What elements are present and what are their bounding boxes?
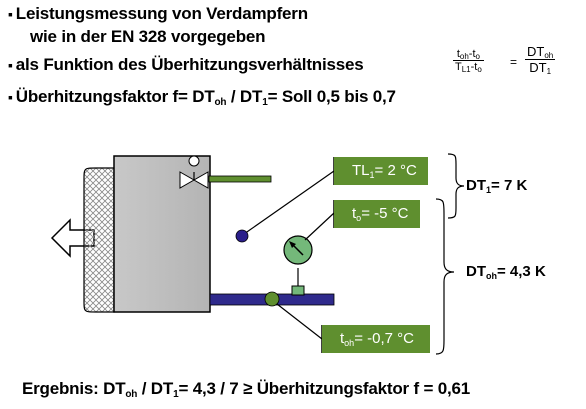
coil-fins <box>83 167 115 313</box>
bullet-line-1: ▪Leistungsmessung von Verdampfern <box>8 4 308 24</box>
air-temp-sensor <box>235 229 249 243</box>
bullet-sub-1: 1 <box>262 97 268 108</box>
formula-left-denominator: TL1-to <box>453 60 484 74</box>
suction-temp-sensor <box>264 291 280 307</box>
to-tag: to= -5 °C <box>334 200 420 228</box>
bullet-text-2: wie in der EN 328 vorgegeben <box>30 27 266 46</box>
liquid-line <box>208 175 272 183</box>
pressure-gauge <box>283 235 313 296</box>
formula-right-numerator: DToh <box>527 44 554 60</box>
dt1-brace <box>447 153 465 219</box>
bullet-marker: ▪ <box>8 6 13 22</box>
to-leader <box>304 212 335 241</box>
tl1-tag: TL1= 2 °C <box>334 157 428 185</box>
bullet-text-1: Leistungsmessung von Verdampfern <box>15 4 308 23</box>
bullet-line-3: ▪Überhitzungsfaktor f= DToh / DT1= Soll … <box>8 87 396 108</box>
formula-left-fraction: toh-to TL1-to <box>453 48 484 74</box>
bullet-text-3: als Funktion des Überhitzungsverhältniss… <box>15 55 364 74</box>
bullet-text-4a: Überhitzungsfaktor f= DT <box>15 87 215 106</box>
dt1-label: DT1= 7 K <box>466 177 528 195</box>
bullet-line-2: ▪als Funktion des Überhitzungsverhältnis… <box>8 55 364 75</box>
dtoh-label: DToh= 4,3 K <box>466 263 546 281</box>
bullet-marker: ▪ <box>8 57 13 73</box>
formula-equals: = <box>510 55 518 69</box>
bullet-sub-oh: oh <box>214 97 227 108</box>
tl1-leader <box>243 170 335 235</box>
bullet-marker: ▪ <box>8 89 13 105</box>
formula-right-fraction: DToh DT1 <box>525 44 556 76</box>
bullet-text-4c: = Soll 0,5 bis 0,7 <box>267 87 396 106</box>
evaporator-body <box>113 155 211 313</box>
formula-right-denominator: DT1 <box>525 59 556 76</box>
formula-left-numerator: toh-to <box>456 48 480 61</box>
dtoh-brace <box>435 198 455 355</box>
bullet-line-1-cont: wie in der EN 328 vorgegeben <box>30 27 266 47</box>
toh-leader <box>276 303 323 340</box>
toh-tag: toh= -0,7 °C <box>322 325 430 353</box>
result-line: Ergebnis: DToh / DT1= 4,3 / 7 ≥ Überhitz… <box>22 379 471 400</box>
expansion-valve <box>179 155 209 189</box>
bullet-text-4b: / DT <box>226 87 263 106</box>
